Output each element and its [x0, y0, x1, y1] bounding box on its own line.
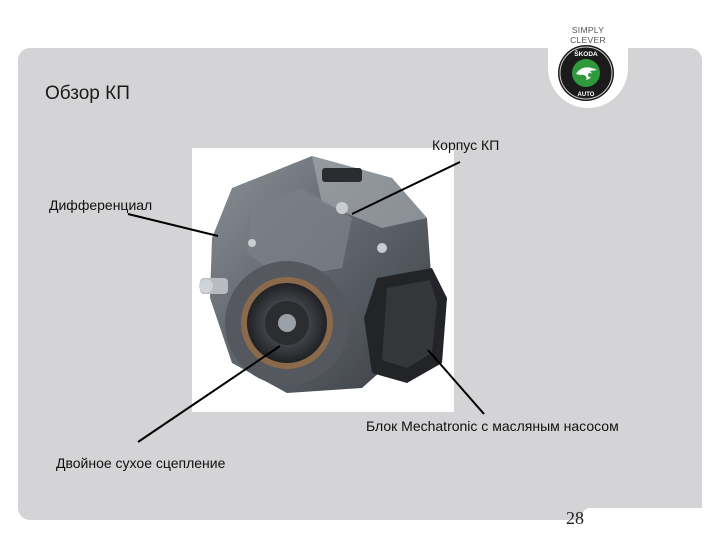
page-number: 28 [566, 508, 584, 528]
tagline-line-1: SIMPLY [571, 25, 605, 35]
label-housing: Корпус КП [432, 137, 500, 153]
tagline-line-2: CLEVER [570, 35, 606, 45]
differential-leader-line [127, 213, 219, 237]
gearbox-photo [192, 148, 454, 412]
label-differential: Дифференциал [49, 197, 153, 213]
clutch-leader-line [137, 345, 281, 443]
mechatronic-leader-line [427, 349, 485, 415]
page-number-notch [582, 508, 702, 522]
label-mechatronic: Блок Mechatronic с масляным насосом [366, 418, 619, 434]
logo-text-top: ŠKODA [574, 49, 598, 58]
gearbox-illustration [199, 156, 447, 393]
label-clutch: Двойное сухое сцепление [56, 455, 226, 471]
logo-text-bottom: AUTO [578, 92, 595, 98]
skoda-logo: ŠKODA AUTO [558, 45, 614, 101]
slide-title: Обзор КП [45, 83, 130, 104]
housing-leader-line [351, 161, 461, 215]
brand-tagline: SIMPLY CLEVER [560, 25, 616, 45]
